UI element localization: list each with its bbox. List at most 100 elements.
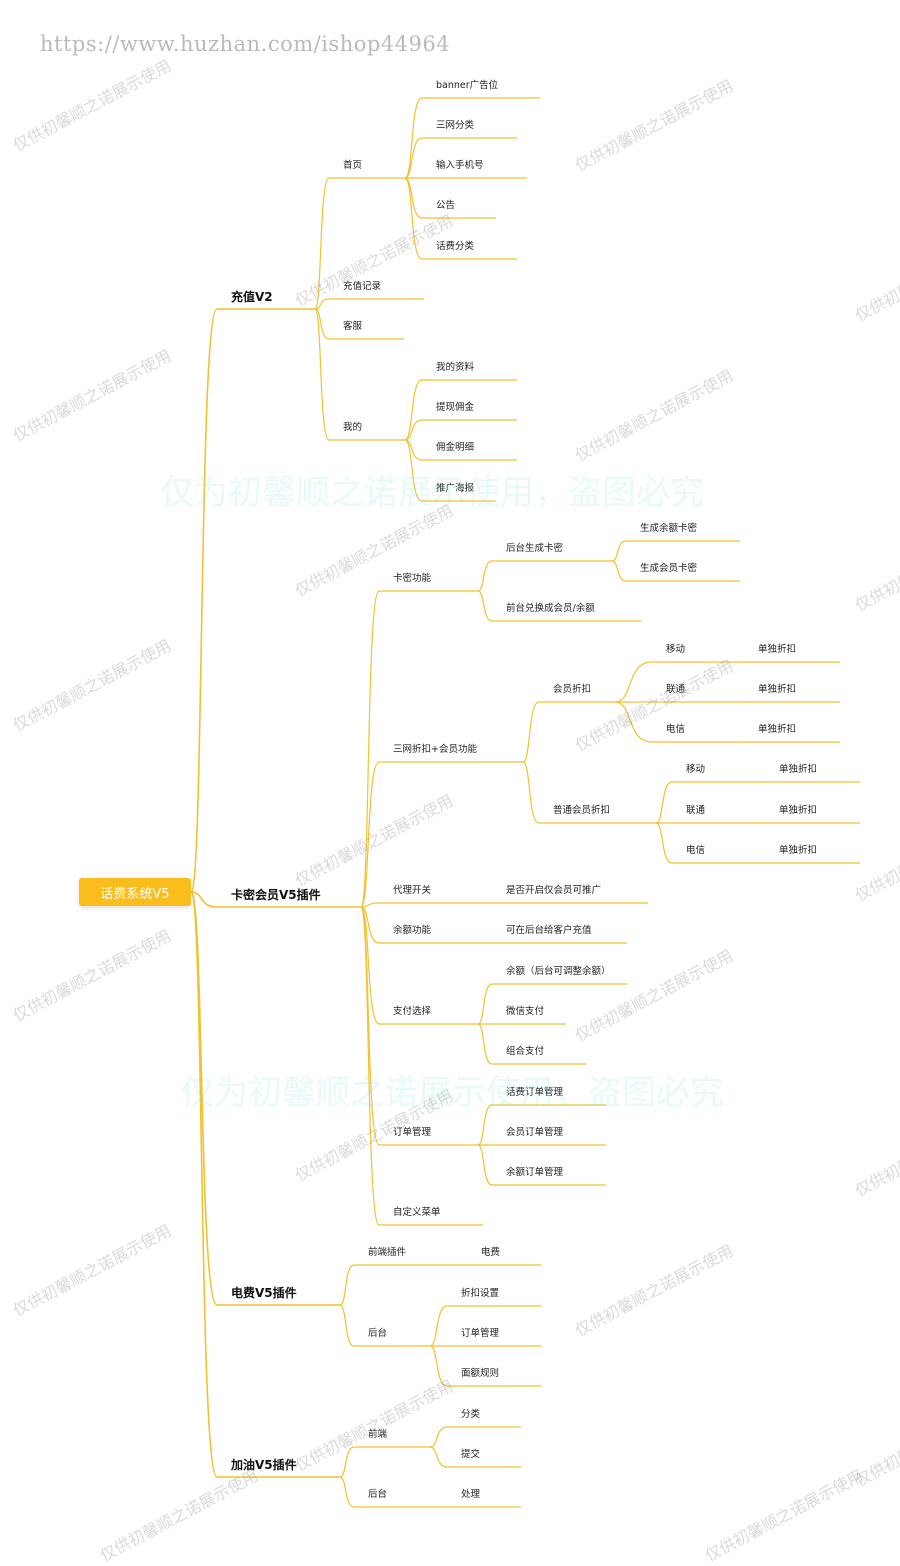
watermark-big: 仅为初馨顺之诺展示使用，盗图必究 <box>180 1073 724 1113</box>
mindmap-node[interactable]: 加油V5插件 <box>231 1458 297 1472</box>
mindmap-node[interactable]: 生成会员卡密 <box>640 563 698 574</box>
connector-line <box>404 177 496 219</box>
mindmap-node[interactable]: 后台生成卡密 <box>506 543 564 554</box>
connector-line <box>339 1476 430 1508</box>
connector-line <box>477 1144 606 1186</box>
mindmap-node[interactable]: 充值V2 <box>231 290 273 304</box>
mindmap-node[interactable]: 话费分类 <box>436 241 475 252</box>
connector-line <box>190 891 361 908</box>
mindmap-node[interactable]: 三网分类 <box>436 120 475 131</box>
connector-line <box>522 761 656 824</box>
mindmap-node[interactable]: 联通 <box>686 805 706 816</box>
mindmap-node[interactable]: 我的资料 <box>436 362 475 373</box>
connector-line <box>477 1104 606 1146</box>
mindmap-node[interactable]: 单独折扣 <box>779 805 818 816</box>
mindmap-node[interactable]: 组合支付 <box>506 1046 545 1057</box>
mindmap-node[interactable]: 余额功能 <box>393 925 432 936</box>
mindmap-node[interactable]: 卡密会员V5插件 <box>231 888 321 902</box>
mindmap-node[interactable]: 电信 <box>666 724 686 735</box>
mindmap-node[interactable]: 自定义菜单 <box>393 1207 441 1218</box>
mindmap-node[interactable]: 生成余额卡密 <box>640 523 698 534</box>
mindmap-node[interactable]: 三网折扣+会员功能 <box>393 744 477 755</box>
mindmap-node[interactable]: 输入手机号 <box>436 160 484 171</box>
mindmap-node[interactable]: 后台 <box>368 1489 388 1500</box>
connector-line <box>477 983 627 1025</box>
connector-line <box>404 439 496 502</box>
mindmap-node[interactable]: 客服 <box>343 321 363 332</box>
connector-line <box>339 1264 452 1306</box>
connector-line <box>339 1446 430 1478</box>
connector-line <box>360 761 523 908</box>
connector-line <box>429 1345 541 1387</box>
mindmap-node[interactable]: 会员折扣 <box>553 684 592 695</box>
mindmap-node[interactable]: 推广海报 <box>436 483 475 494</box>
mindmap-node[interactable]: 是否开启仅会员可推广 <box>506 885 602 896</box>
mindmap-node[interactable]: 订单管理 <box>393 1127 432 1138</box>
mindmap-node[interactable]: 佣金明细 <box>436 442 475 453</box>
connector-line <box>404 419 517 441</box>
mindmap-node[interactable]: 普通会员折扣 <box>553 805 611 816</box>
mindmap-node[interactable]: 支付选择 <box>393 1006 432 1017</box>
connector-line <box>190 308 315 893</box>
mindmap-node[interactable]: 微信支付 <box>506 1006 545 1017</box>
mindmap-node[interactable]: 后台 <box>368 1328 388 1339</box>
mindmap-node[interactable]: 移动 <box>666 644 686 655</box>
mindmap-node[interactable]: 提交 <box>461 1449 481 1460</box>
mindmap-node[interactable]: 联通 <box>666 684 686 695</box>
mindmap-node[interactable]: 单独折扣 <box>758 644 797 655</box>
mindmap-node[interactable]: 可在后台给客户充值 <box>506 925 592 936</box>
mindmap-node[interactable]: 公告 <box>436 200 456 211</box>
mindmap-node[interactable]: 首页 <box>343 160 363 171</box>
mindmap-node[interactable]: 电费V5插件 <box>231 1286 297 1300</box>
mindmap-node[interactable]: 话费订单管理 <box>506 1087 564 1098</box>
mindmap-node[interactable]: 充值记录 <box>343 281 382 292</box>
connector-line <box>429 1305 541 1347</box>
mindmap-node[interactable]: 处理 <box>461 1489 481 1500</box>
connector-line <box>404 379 517 441</box>
connector-line <box>477 1023 586 1065</box>
mindmap-node[interactable]: 我的 <box>343 422 363 433</box>
mindmap-node[interactable]: banner广告位 <box>436 80 499 91</box>
connector-line <box>477 560 612 592</box>
mindmap-node[interactable]: 余额（后台可调整余额） <box>506 966 611 977</box>
connector-line <box>360 590 478 908</box>
mindmap-node[interactable]: 面额规则 <box>461 1368 500 1379</box>
root-node[interactable]: 话费系统V5 <box>79 878 191 906</box>
connector-line <box>522 701 615 763</box>
mindmap-node[interactable]: 折扣设置 <box>461 1288 500 1299</box>
connector-line <box>655 822 767 864</box>
connector-line <box>611 540 740 562</box>
mindmap-node[interactable]: 提现佣金 <box>436 402 475 413</box>
mindmap-node[interactable]: 单独折扣 <box>779 764 818 775</box>
connector-line <box>614 661 746 703</box>
mindmap-node[interactable]: 单独折扣 <box>758 724 797 735</box>
mindmap-node[interactable]: 前台兑换成会员/余额 <box>506 603 595 614</box>
connector-line <box>404 137 517 179</box>
mindmap-node[interactable]: 分类 <box>461 1409 481 1420</box>
connector-line <box>360 906 478 944</box>
connector-line <box>404 439 517 461</box>
connector-line <box>429 1446 521 1468</box>
mindmap-node[interactable]: 卡密功能 <box>393 573 432 584</box>
connector-line <box>314 298 424 310</box>
mindmap-node[interactable]: 单独折扣 <box>758 684 797 695</box>
watermark-big: 仅为初馨顺之诺展示使用，盗图必究 <box>160 473 704 513</box>
mindmap-node[interactable]: 订单管理 <box>461 1328 500 1339</box>
mindmap-node[interactable]: 移动 <box>686 764 706 775</box>
mindmap-node[interactable]: 单独折扣 <box>779 845 818 856</box>
connector-line <box>655 781 767 824</box>
mindmap-node[interactable]: 余额订单管理 <box>506 1167 564 1178</box>
connector-line <box>314 177 405 310</box>
mindmap-node[interactable]: 前端 <box>368 1429 388 1440</box>
connector-line <box>339 1304 430 1347</box>
connector-line <box>477 590 641 622</box>
mindmap-node[interactable]: 代理开关 <box>393 885 432 896</box>
mindmap-node[interactable]: 会员订单管理 <box>506 1127 564 1138</box>
mindmap-node[interactable]: 前端插件 <box>368 1247 407 1258</box>
mindmap-node[interactable]: 电信 <box>686 845 706 856</box>
connector-line <box>360 906 483 1226</box>
connector-line <box>360 902 478 908</box>
mindmap-node[interactable]: 电费 <box>481 1247 501 1258</box>
connector-line <box>314 308 405 441</box>
